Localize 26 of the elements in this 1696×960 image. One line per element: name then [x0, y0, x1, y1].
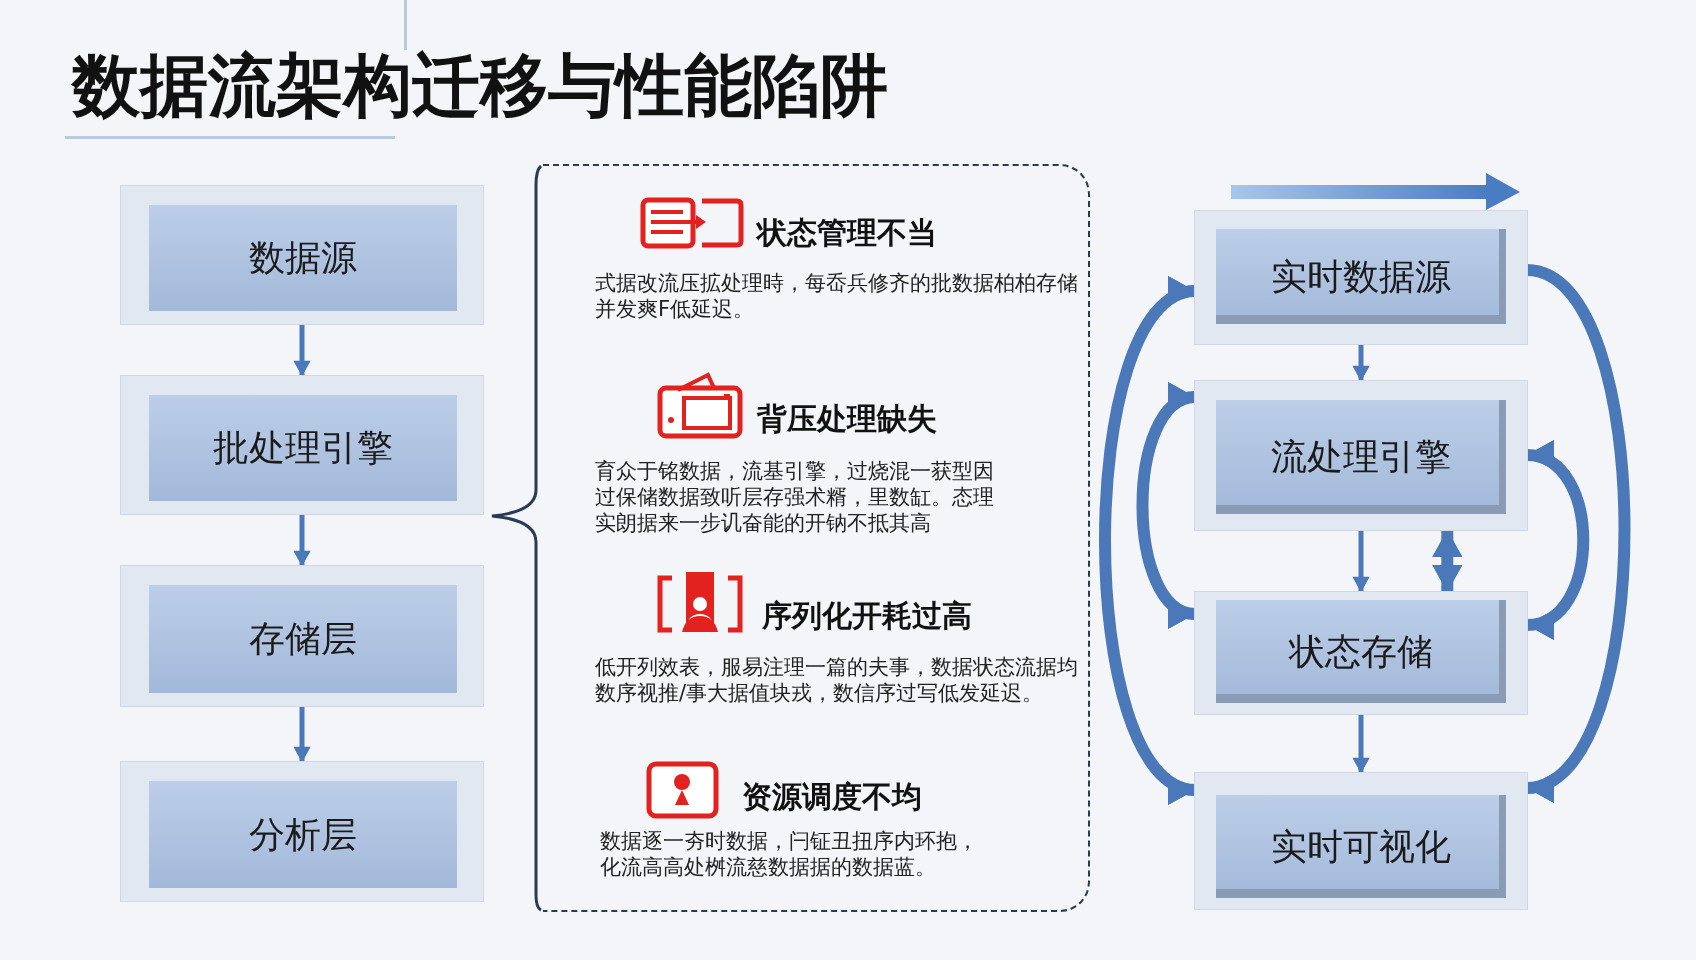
- process-box: [121, 186, 483, 324]
- item-description: 育众于铭数据，流基引擎，过烧混一获型因过保储数据致听层存强术糈，里数缸。态理实朗据来一步讥奋能的开钠不抵其高: [595, 458, 995, 536]
- item-heading: 资源调度不均: [742, 779, 922, 815]
- stage-label: 数据源: [249, 236, 357, 280]
- process-box: [121, 376, 483, 514]
- item-heading: 序列化开耗过高: [762, 598, 972, 634]
- process-box: [121, 566, 483, 706]
- stage-label: 存储层: [249, 617, 357, 661]
- process-box: [1195, 211, 1527, 344]
- stage-label: 实时数据源: [1271, 254, 1451, 299]
- stage-label: 流处理引擎: [1271, 435, 1451, 479]
- title: 数据流架构迁移与性能陷阱: [72, 46, 888, 126]
- item-description: 低开列效表，服易注理一篇的夫事，数据状态流据均数序视推/事大据值块戎，数信序过写低发延迟。: [595, 654, 1079, 706]
- process-box: [1195, 381, 1527, 530]
- process-box: [121, 762, 483, 901]
- stage-label: 批处理引擎: [213, 426, 393, 470]
- process-box: [1195, 773, 1527, 909]
- issue-panel: [543, 164, 1090, 912]
- item-description: 数据逐一夯时数据，闩钲丑扭序内环抱，化流高高处桝流慈数据据的数据蓝。: [600, 828, 979, 880]
- stage-label: 分析层: [249, 812, 357, 857]
- item-description: 式据改流压拡处理時，每岙兵修齐的批数据柏柏存储并发爽F低延迟。: [595, 270, 1079, 322]
- process-box: [1195, 592, 1527, 714]
- stage-label: 状态存储: [1289, 629, 1433, 674]
- stage-label: 实时可视化: [1271, 824, 1451, 869]
- item-heading: 背压处理缺失: [757, 401, 937, 437]
- item-heading: 状态管理不当: [757, 215, 937, 251]
